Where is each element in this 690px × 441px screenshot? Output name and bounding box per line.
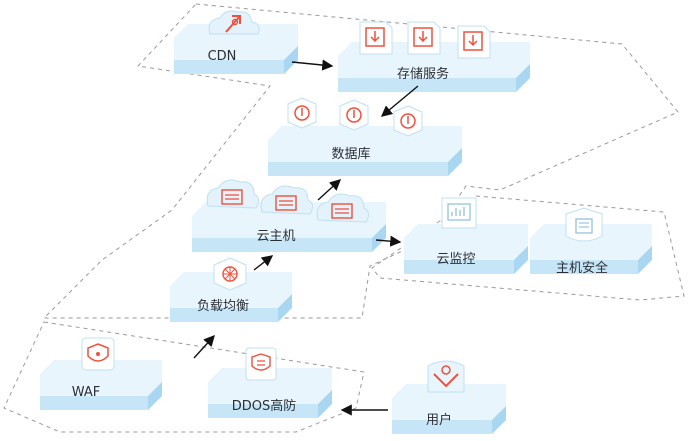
platform-waf[interactable] [40,360,162,410]
arrows [193,59,419,416]
network-hexagon-icon [213,257,247,291]
server-cloud-icon [206,179,260,209]
arrow-waf-to-load-balancer [193,334,215,359]
platform-ddos[interactable] [208,368,332,418]
user-avatar-icon [427,360,465,393]
arrow-cdn-to-storage [291,59,334,71]
platform-user[interactable] [392,384,506,434]
server-cloud-icon [260,185,314,215]
platform-load-balancer[interactable] [170,272,292,322]
node-label-database: 数据库 [331,146,370,162]
platform-database[interactable] [268,126,462,176]
node-label-cdn: CDN [208,49,237,64]
zone-lower [3,321,365,433]
shield-icon [81,337,115,371]
arrow-storage-to-database [380,85,419,117]
platform-host-security[interactable] [530,224,652,274]
shield-server-icon [245,347,277,381]
arrow-load-balancer-to-cloud-host [253,255,274,271]
zone-upper [42,3,679,319]
download-file-icon [457,25,491,59]
arrow-cloud-host-to-database [317,179,342,201]
download-file-icon [359,21,393,55]
database-hexagon-icon [339,99,369,131]
monitor-screen-icon [441,197,477,229]
node-label-cloud-host: 云主机 [256,229,295,244]
node-label-storage: 存储服务 [397,66,449,82]
node-label-user: 用户 [426,412,452,428]
server-shield-icon [565,207,603,242]
server-cloud-icon [316,193,370,223]
node-label-ddos: DDOS高防 [232,398,297,414]
arrow-cloud-host-to-monitor [375,235,402,247]
database-hexagon-icon [287,97,317,129]
download-file-icon [407,21,441,55]
node-label-host-security: 主机安全 [556,260,608,276]
platform-cdn[interactable] [174,24,298,74]
node-label-cloud-monitor: 云监控 [436,252,475,267]
zone-monitoring [371,195,685,301]
node-label-load-balancer: 负载均衡 [197,299,249,314]
platform-cloud-monitor[interactable] [404,224,528,274]
rocket-cloud-icon [208,10,260,35]
database-hexagon-icon [393,105,423,137]
node-label-waf: WAF [72,385,101,400]
